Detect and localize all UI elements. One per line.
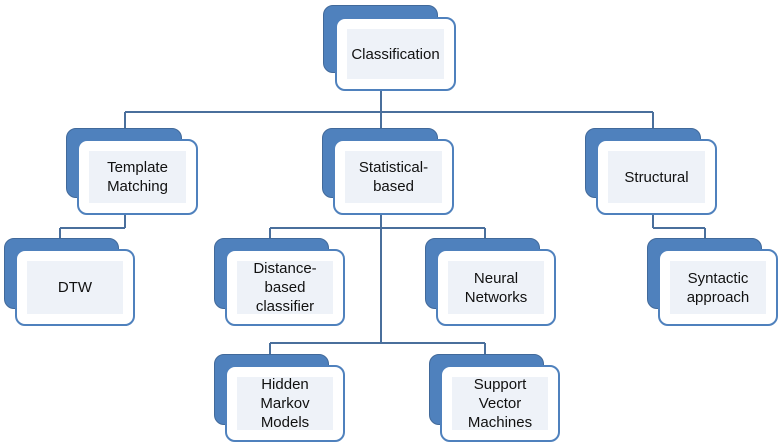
node-syntactic-approach-label: Syntactic approach (670, 261, 766, 314)
node-hidden-markov-models-label: Hidden Markov Models (237, 376, 333, 431)
node-card: Template Matching (77, 139, 198, 215)
node-syntactic-approach: Syntactic approach (647, 238, 778, 326)
node-support-vector-machines-label: Support Vector Machines (452, 376, 548, 431)
node-structural-label: Structural (608, 151, 705, 203)
node-neural-networks: Neural Networks (425, 238, 556, 326)
node-card: Classification (335, 17, 456, 91)
node-statistical-based: Statistical- based (322, 128, 454, 215)
node-hidden-markov-models: Hidden Markov Models (214, 354, 345, 442)
node-card: Distance- based classifier (225, 249, 345, 326)
node-statistical-based-label: Statistical- based (345, 151, 442, 203)
node-card: Support Vector Machines (440, 365, 560, 442)
node-dtw: DTW (4, 238, 135, 326)
node-structural: Structural (585, 128, 717, 215)
node-card: Syntactic approach (658, 249, 778, 326)
node-card: Hidden Markov Models (225, 365, 345, 442)
node-template-matching-label: Template Matching (89, 151, 186, 203)
node-neural-networks-label: Neural Networks (448, 261, 544, 314)
node-distance-based-classifier: Distance- based classifier (214, 238, 345, 326)
node-card: DTW (15, 249, 135, 326)
node-classification-label: Classification (347, 29, 444, 79)
node-support-vector-machines: Support Vector Machines (429, 354, 560, 442)
node-card: Neural Networks (436, 249, 556, 326)
node-dtw-label: DTW (27, 261, 123, 314)
node-card: Structural (596, 139, 717, 215)
node-template-matching: Template Matching (66, 128, 198, 215)
node-card: Statistical- based (333, 139, 454, 215)
node-distance-based-classifier-label: Distance- based classifier (237, 260, 333, 315)
node-classification: Classification (323, 5, 456, 91)
